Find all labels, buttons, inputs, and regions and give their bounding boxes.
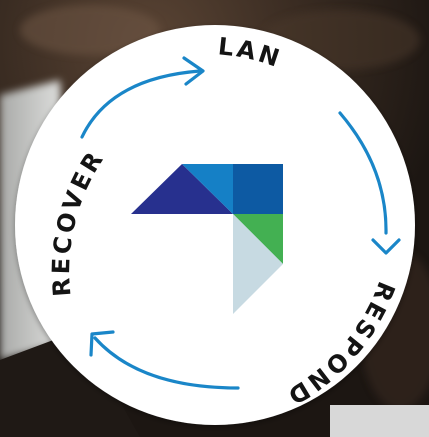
white-circle <box>15 25 415 425</box>
cycle-arrow-icon <box>80 56 401 390</box>
abstract-corner-logo-icon <box>131 164 283 314</box>
